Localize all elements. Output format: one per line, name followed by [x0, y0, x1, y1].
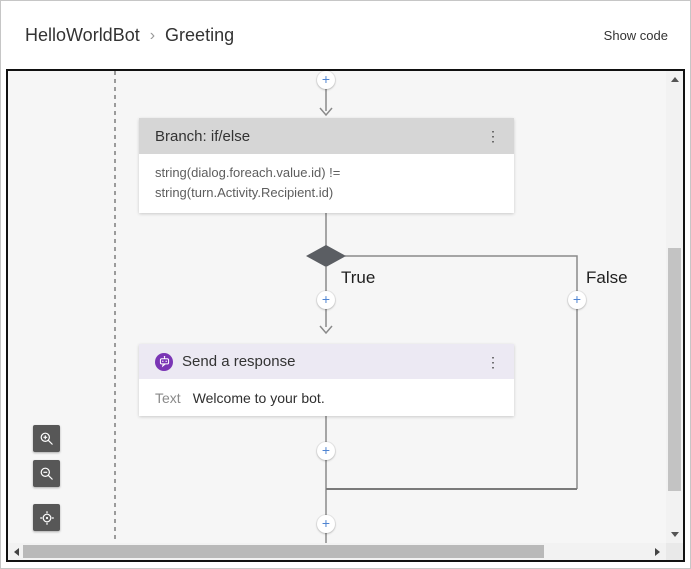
- branch-node-title: Branch: if/else: [155, 127, 251, 145]
- breadcrumb-separator-icon: ›: [149, 27, 156, 44]
- add-step-button-top[interactable]: +: [317, 71, 335, 89]
- scroll-left-icon[interactable]: [14, 548, 19, 556]
- scroll-down-icon[interactable]: [671, 532, 679, 537]
- zoom-in-button[interactable]: [33, 425, 60, 452]
- app-header: HelloWorldBot › Greeting Show code: [1, 1, 690, 69]
- branch-node-menu-icon[interactable]: ⋮: [486, 128, 500, 144]
- breadcrumb: HelloWorldBot › Greeting: [25, 25, 234, 46]
- bot-message-icon: [155, 352, 173, 371]
- branch-condition-text: string(dialog.foreach.value.id) != strin…: [139, 154, 514, 213]
- branch-if-else-node[interactable]: Branch: if/else ⋮ string(dialog.foreach.…: [139, 118, 514, 213]
- send-text-field-value: Welcome to your bot.: [192, 389, 325, 406]
- add-step-button-false[interactable]: +: [568, 291, 586, 309]
- branch-node-header: Branch: if/else ⋮: [139, 118, 514, 154]
- locate-button[interactable]: [33, 504, 60, 531]
- send-node-header: Send a response ⋮: [139, 344, 514, 379]
- add-step-button-true[interactable]: +: [317, 291, 335, 309]
- true-branch-label: True: [341, 268, 376, 287]
- scrollbar-corner: [666, 543, 683, 560]
- vertical-scrollbar[interactable]: [666, 71, 683, 543]
- breadcrumb-item-bot[interactable]: HelloWorldBot: [25, 24, 140, 45]
- dialog-scope-dashed-line: [114, 71, 116, 543]
- send-text-field-label: Text: [155, 389, 181, 406]
- arrowhead-into-branch: [319, 107, 333, 117]
- branch-diamond-icon: [306, 245, 346, 267]
- scroll-right-icon[interactable]: [655, 548, 660, 556]
- show-code-button[interactable]: Show code: [603, 27, 668, 43]
- add-step-button-after-send[interactable]: +: [317, 442, 335, 460]
- scroll-up-icon[interactable]: [671, 77, 679, 82]
- arrowhead-into-send: [319, 325, 333, 335]
- breadcrumb-item-dialog[interactable]: Greeting: [165, 24, 235, 45]
- send-node-body: Text Welcome to your bot.: [139, 379, 514, 416]
- add-step-button-bottom[interactable]: +: [317, 515, 335, 533]
- zoom-out-icon: [40, 467, 53, 480]
- flow-canvas-inner: Branch: if/else ⋮ string(dialog.foreach.…: [8, 71, 683, 560]
- send-node-menu-icon[interactable]: ⋮: [486, 353, 500, 370]
- horizontal-scrollbar[interactable]: [8, 543, 666, 560]
- locate-icon: [39, 510, 54, 525]
- send-node-title: Send a response: [182, 353, 296, 370]
- zoom-out-button[interactable]: [33, 460, 60, 487]
- zoom-in-icon: [40, 432, 53, 445]
- vertical-scrollbar-thumb[interactable]: [668, 248, 681, 491]
- false-branch-label: False: [586, 268, 628, 287]
- send-response-node[interactable]: Send a response ⋮ Text Welcome to your b…: [139, 344, 514, 416]
- flow-canvas[interactable]: Branch: if/else ⋮ string(dialog.foreach.…: [6, 69, 685, 562]
- horizontal-scrollbar-thumb[interactable]: [23, 545, 544, 558]
